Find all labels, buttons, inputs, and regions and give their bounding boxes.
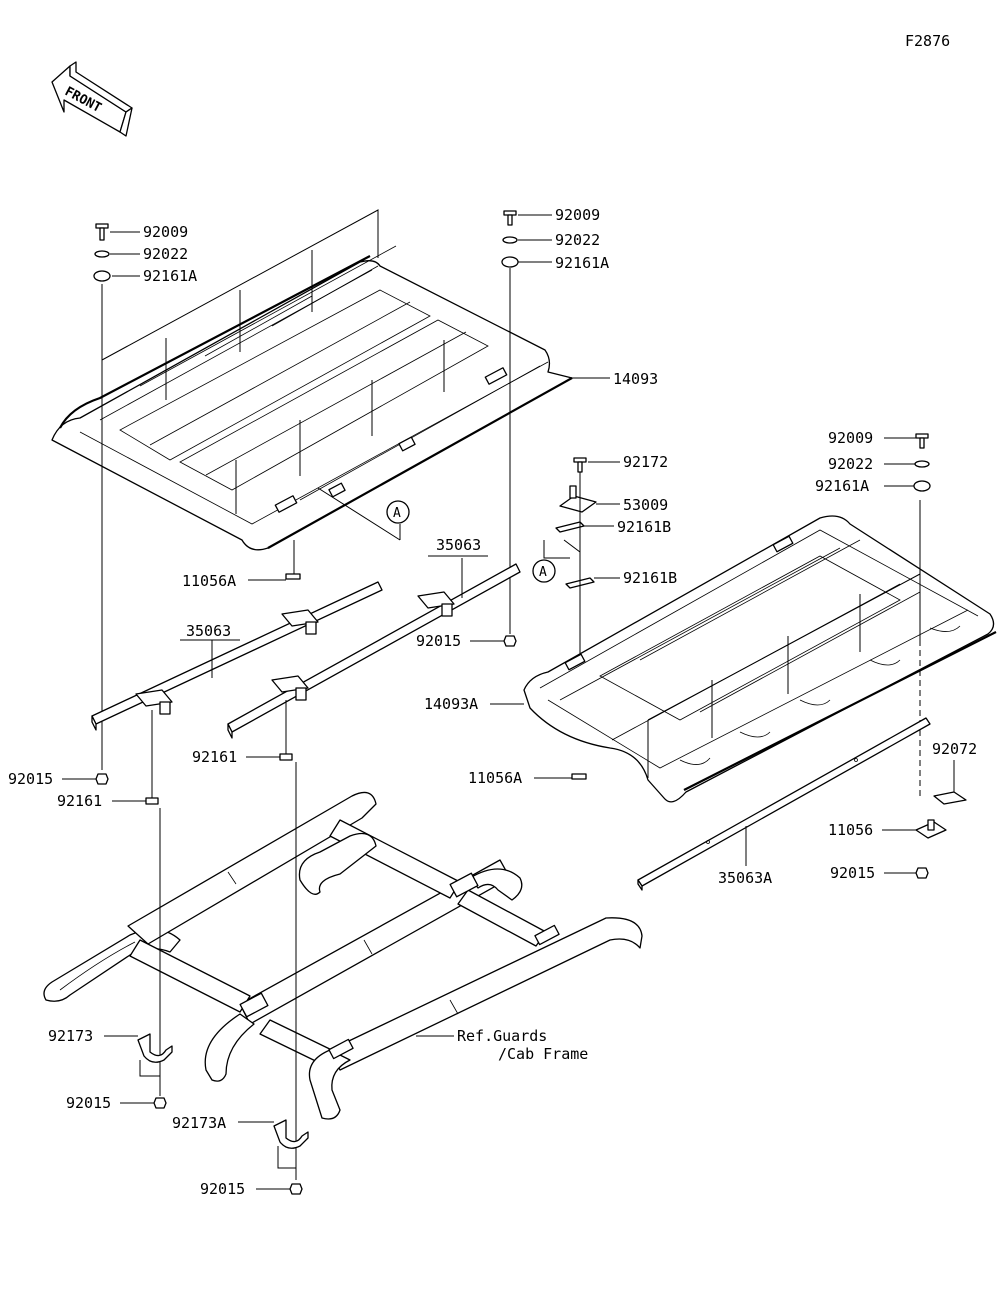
bracket-clamp-icon bbox=[137, 1033, 173, 1063]
label-92072: 92072 bbox=[932, 740, 977, 758]
label-92161B: 92161B bbox=[617, 518, 671, 536]
bolt-icon bbox=[915, 433, 929, 449]
nut-icon bbox=[289, 1183, 303, 1195]
label-14093A: 14093A bbox=[424, 695, 478, 713]
clip-icon bbox=[571, 773, 587, 780]
nut-icon bbox=[95, 773, 109, 785]
bracket-clamp-icon bbox=[273, 1119, 309, 1149]
rail-bracket bbox=[271, 675, 309, 701]
label-92161: 92161 bbox=[192, 748, 237, 766]
label-92161A: 92161A bbox=[143, 267, 197, 285]
pad-icon bbox=[279, 753, 293, 761]
pad-icon bbox=[145, 797, 159, 805]
roof-panel-front bbox=[51, 245, 573, 551]
figure-code: F2876 bbox=[905, 32, 950, 50]
bracket-icon bbox=[933, 791, 967, 805]
bolt-icon bbox=[503, 210, 517, 226]
nut-icon bbox=[503, 635, 517, 647]
label-92161: 92161 bbox=[57, 792, 102, 810]
label-14093: 14093 bbox=[613, 370, 658, 388]
label-92009: 92009 bbox=[143, 223, 188, 241]
cab-frame bbox=[43, 791, 643, 1120]
label-92173A: 92173A bbox=[172, 1114, 226, 1132]
label-92015: 92015 bbox=[8, 770, 53, 788]
label-92022: 92022 bbox=[828, 455, 873, 473]
nut-icon bbox=[153, 1097, 167, 1109]
label-92161A: 92161A bbox=[555, 254, 609, 272]
washer-icon bbox=[94, 250, 110, 258]
grommet-icon bbox=[501, 256, 519, 268]
grommet-icon bbox=[93, 270, 111, 282]
roof-rear-bracket-lines bbox=[647, 500, 921, 778]
label-92022: 92022 bbox=[555, 231, 600, 249]
label-92015: 92015 bbox=[66, 1094, 111, 1112]
label-35063: 35063 bbox=[436, 536, 481, 554]
label-92015: 92015 bbox=[830, 864, 875, 882]
clip-icon bbox=[285, 573, 301, 580]
rail-bracket bbox=[417, 591, 455, 617]
roof-panel-rear bbox=[523, 515, 997, 803]
label-11056: 11056 bbox=[828, 821, 873, 839]
callout-a-right: A bbox=[532, 559, 556, 583]
clip-bracket-icon bbox=[915, 819, 947, 839]
label-92015: 92015 bbox=[200, 1180, 245, 1198]
bolt-icon bbox=[573, 457, 587, 473]
label-92172: 92172 bbox=[623, 453, 668, 471]
label-92009: 92009 bbox=[828, 429, 873, 447]
svg-text:A: A bbox=[539, 565, 547, 580]
washer-icon bbox=[502, 236, 518, 244]
label-92015: 92015 bbox=[416, 632, 461, 650]
roof-rail-rear bbox=[637, 717, 931, 891]
label-35063A: 35063A bbox=[718, 869, 772, 887]
nut-icon bbox=[915, 867, 929, 879]
label-11056A: 11056A bbox=[468, 769, 522, 787]
washer-icon bbox=[914, 460, 930, 468]
grommet-icon bbox=[913, 480, 931, 492]
callout-line-roof bbox=[317, 487, 401, 541]
bracket-icon bbox=[559, 485, 597, 513]
rail-bracket bbox=[135, 689, 173, 715]
label-92173: 92173 bbox=[48, 1027, 93, 1045]
label-92161B: 92161B bbox=[623, 569, 677, 587]
label-53009: 53009 bbox=[623, 496, 668, 514]
roof-bracket-lines bbox=[101, 209, 445, 514]
label-11056A: 11056A bbox=[182, 572, 236, 590]
callout-a-left: A bbox=[386, 500, 410, 524]
reference-text-line1: Ref.Guards bbox=[457, 1027, 547, 1045]
rail-bracket bbox=[281, 609, 319, 635]
label-92022: 92022 bbox=[143, 245, 188, 263]
roof-rail-left bbox=[91, 581, 383, 731]
svg-text:A: A bbox=[393, 506, 401, 521]
front-arrow-icon: FRONT bbox=[51, 61, 133, 137]
label-92009: 92009 bbox=[555, 206, 600, 224]
reference-text-line2: /Cab Frame bbox=[498, 1045, 588, 1063]
label-92161A: 92161A bbox=[815, 477, 869, 495]
label-35063: 35063 bbox=[186, 622, 231, 640]
bolt-icon bbox=[95, 223, 109, 241]
